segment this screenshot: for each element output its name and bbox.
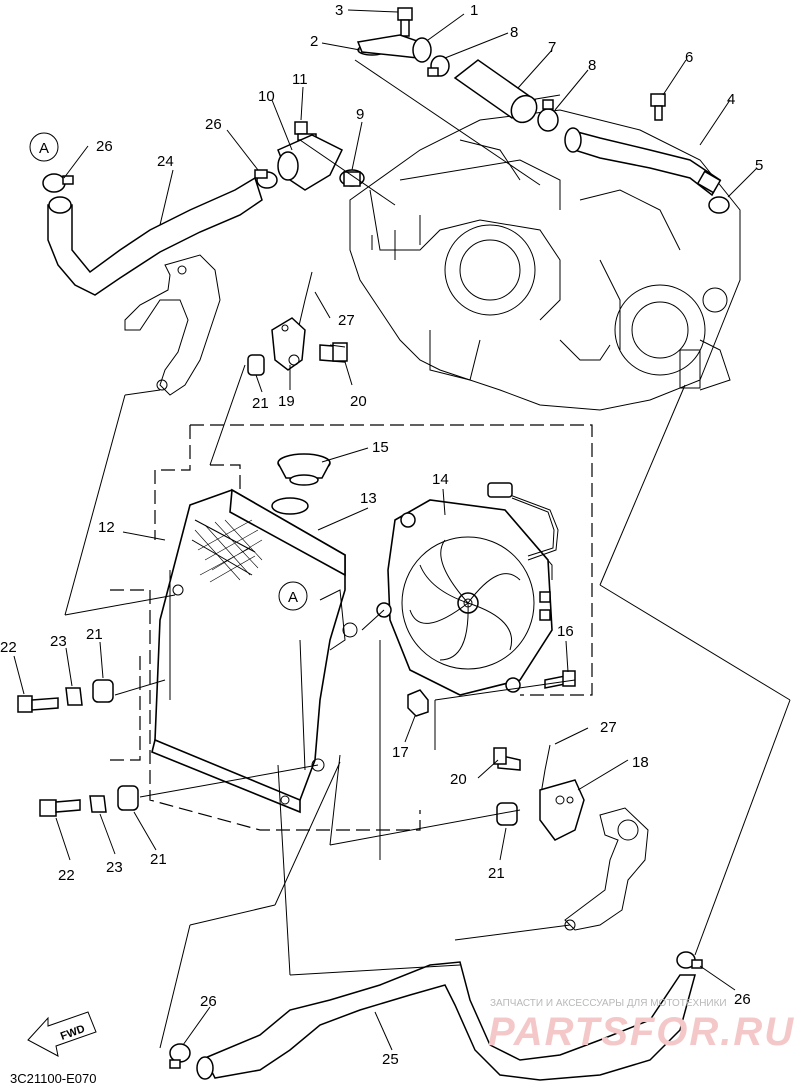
label-20a: 20: [350, 393, 367, 410]
label-21b: 21: [86, 626, 103, 643]
bolt-3: [397, 7, 413, 37]
mount-assembly-upper: [247, 271, 348, 376]
label-7: 7: [548, 39, 556, 56]
hose-clamp-26d: [676, 951, 703, 969]
radiator-hose-25: [203, 961, 696, 1081]
label-15: 15: [372, 439, 389, 456]
thermostat-9: [339, 169, 365, 187]
forward-direction-arrow: FWD: [27, 1011, 97, 1057]
radiator-bracket-left: [124, 254, 221, 396]
assembly-boundary-dashed-2: [110, 425, 191, 761]
label-18: 18: [632, 754, 649, 771]
label-17: 17: [392, 744, 409, 761]
label-14: 14: [432, 471, 449, 488]
fastener-set-left-lower: [39, 785, 139, 817]
label-27b: 27: [600, 719, 617, 736]
radiator-filler-neck: [271, 497, 309, 515]
water-pipe-4: [564, 127, 722, 197]
hose-clamp-8b: [537, 99, 559, 132]
leader-lines: [13, 9, 791, 1051]
radiator-cap-15: [277, 453, 331, 486]
pipe-fitting-1: [356, 34, 432, 63]
label-2: 2: [310, 33, 318, 50]
watermark-tagline: ЗАПЧАСТИ И АКСЕССУАРЫ ДЛЯ МОТОТЕХНИКИ: [490, 998, 727, 1009]
thermostat-cover-10: [277, 134, 343, 191]
reference-marker-a-radiator: A: [278, 581, 308, 611]
label-8a: 8: [510, 24, 518, 41]
label-16: 16: [557, 623, 574, 640]
label-26c: 26: [200, 993, 217, 1010]
svg-text:A: A: [39, 140, 49, 157]
label-6: 6: [685, 49, 693, 66]
radiator-core-12: [151, 488, 358, 814]
label-11: 11: [292, 71, 308, 88]
clip-17: [407, 689, 429, 717]
hose-25-end: [196, 1056, 214, 1080]
label-22b: 22: [58, 867, 75, 884]
fastener-set-left-upper: [17, 679, 114, 713]
label-22a: 22: [0, 639, 17, 656]
radiator-bracket-right: [564, 807, 649, 931]
label-23a: 23: [50, 633, 67, 650]
radiator-fins-hatch: [194, 519, 263, 583]
o-ring-5: [708, 196, 730, 214]
hose-clamp-26a: [254, 169, 278, 189]
hose-24-end: [48, 196, 72, 214]
hose-7: [453, 59, 538, 124]
diagram-code: 3C21100-E070: [10, 1071, 97, 1086]
svg-text:A: A: [288, 589, 298, 606]
fan-connector-wire: [487, 482, 559, 561]
label-9: 9: [356, 106, 364, 123]
label-21c: 21: [150, 851, 167, 868]
label-23b: 23: [106, 859, 123, 876]
hose-clamp-26b: [42, 173, 74, 193]
radiator-hose-24: [47, 176, 263, 296]
label-25: 25: [382, 1051, 399, 1068]
label-26a: 26: [205, 116, 222, 133]
label-13: 13: [360, 490, 377, 507]
label-27a: 27: [338, 312, 355, 329]
label-5: 5: [755, 157, 763, 174]
label-4: 4: [727, 91, 735, 108]
label-8b: 8: [588, 57, 596, 74]
label-19: 19: [278, 393, 295, 410]
bolt-16: [544, 670, 576, 689]
label-3: 3: [335, 2, 343, 19]
label-26b: 26: [96, 138, 113, 155]
label-12: 12: [98, 519, 115, 536]
hose-clamp-8a: [427, 55, 450, 77]
label-20b: 20: [450, 771, 467, 788]
label-26d: 26: [734, 991, 751, 1008]
hose-clamp-26c: [169, 1043, 191, 1069]
label-24: 24: [157, 153, 174, 170]
label-1: 1: [470, 2, 478, 19]
reference-marker-a-top: A: [29, 132, 59, 162]
engine-block-sketch: [349, 94, 741, 411]
cooling-fan-14: [376, 499, 553, 696]
watermark-brand: PARTSFOR.RU: [488, 1010, 795, 1054]
label-21d: 21: [488, 865, 505, 882]
watermark: ЗАПЧАСТИ И АКСЕССУАРЫ ДЛЯ МОТОТЕХНИКИ PA…: [488, 998, 795, 1054]
mount-assembly-lower: [493, 744, 585, 841]
part-number-labels: 3 1 2 8 7 8 6 4 5 11 10 26 9 26 24 27 19…: [0, 2, 763, 1068]
label-21a: 21: [252, 395, 269, 412]
label-10: 10: [258, 88, 275, 105]
assembly-boundary-dashed: [110, 424, 593, 831]
bolt-6: [650, 93, 666, 121]
